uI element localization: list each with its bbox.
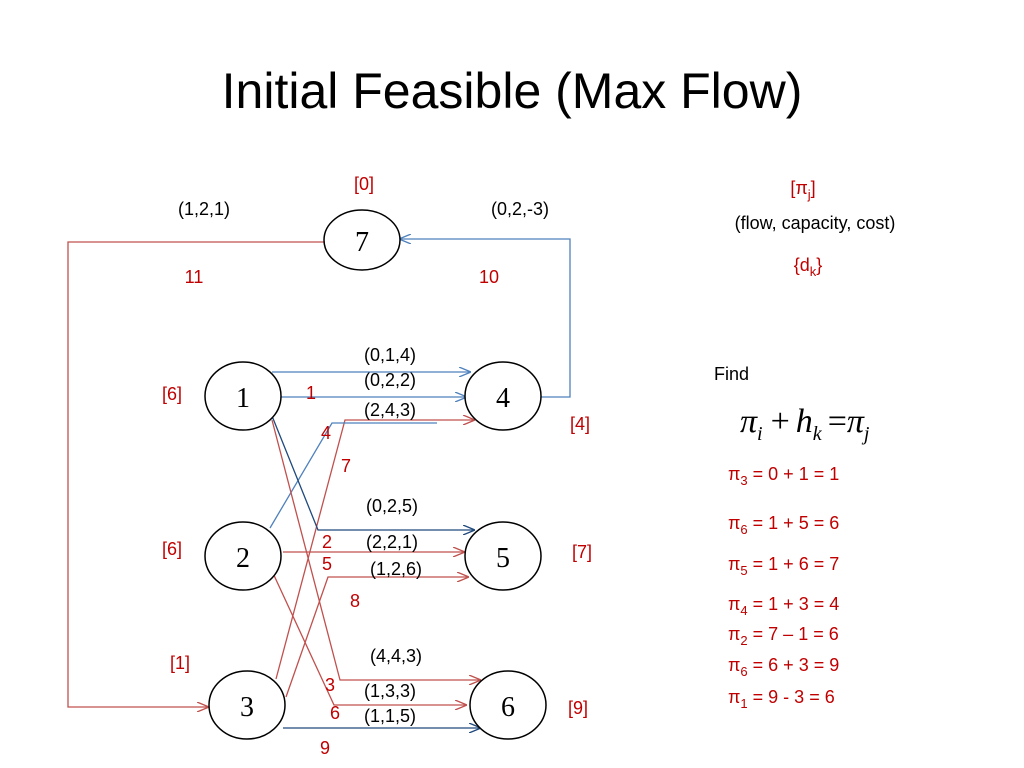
potential-node-1: [6] bbox=[162, 384, 182, 404]
edge-label: (4,4,3) bbox=[370, 646, 422, 666]
edge-7-3 bbox=[67, 241, 325, 707]
node-3-label: 3 bbox=[240, 692, 254, 723]
edge-1-5 bbox=[269, 410, 474, 530]
equation: π4 = 1 + 3 = 4 bbox=[728, 594, 839, 618]
node-1: 1 bbox=[204, 361, 282, 431]
edges bbox=[67, 239, 571, 728]
edge-number: 7 bbox=[341, 456, 351, 476]
edge-label: (1,2,1) bbox=[178, 199, 230, 219]
edge-number: 6 bbox=[330, 703, 340, 723]
edge-number: 5 bbox=[322, 554, 332, 574]
node-3: 3 bbox=[208, 670, 286, 740]
edge-1-6 bbox=[271, 419, 480, 680]
edge-label: (2,2,1) bbox=[366, 532, 418, 552]
edge-numbers: 11 10 1 4 7 2 5 8 3 6 9 bbox=[185, 267, 499, 758]
node-7: 7 bbox=[323, 209, 401, 271]
edge-number: 10 bbox=[479, 267, 499, 287]
edge-number: 3 bbox=[325, 675, 335, 695]
edge-label: (1,3,3) bbox=[364, 681, 416, 701]
edge-number: 4 bbox=[321, 423, 331, 443]
node-5-label: 5 bbox=[496, 543, 510, 574]
equation: π5 = 1 + 6 = 7 bbox=[728, 554, 839, 578]
node-6: 6 bbox=[469, 670, 547, 740]
edge-label: (1,1,5) bbox=[364, 706, 416, 726]
formula-text: πi+hk=πj bbox=[740, 403, 870, 445]
node-6-label: 6 bbox=[501, 692, 515, 723]
edge-number: 2 bbox=[322, 532, 332, 552]
equation: π2 = 7 – 1 = 6 bbox=[728, 624, 839, 648]
legend: [πj] (flow, capacity, cost) {dk} bbox=[735, 178, 896, 279]
edge-number: 1 bbox=[306, 383, 316, 403]
edge-number: 11 bbox=[185, 267, 204, 287]
equation: π1 = 9 - 3 = 6 bbox=[728, 687, 835, 711]
potential-node-3: [1] bbox=[170, 653, 190, 673]
node-2: 2 bbox=[204, 521, 282, 591]
edge-2-6 bbox=[271, 570, 466, 705]
edge-3-4 bbox=[275, 420, 474, 680]
edge-3-5 bbox=[285, 577, 468, 698]
edge-4-7 bbox=[400, 239, 571, 398]
edge-number: 8 bbox=[350, 591, 360, 611]
potential-node-7: [0] bbox=[354, 174, 374, 194]
legend-potential: [πj] bbox=[790, 178, 815, 202]
edge-label: (2,4,3) bbox=[364, 400, 416, 420]
potential-node-2: [6] bbox=[162, 539, 182, 559]
equation: π6 = 6 + 3 = 9 bbox=[728, 655, 839, 679]
edge-label: (0,1,4) bbox=[364, 345, 416, 365]
legend-distance: {dk} bbox=[794, 255, 823, 279]
edge-label: (0,2,5) bbox=[366, 496, 418, 516]
potential-node-4: [4] bbox=[570, 414, 590, 434]
edge-labels: (1,2,1) (0,2,-3) (0,1,4) (0,2,2) (2,4,3)… bbox=[178, 199, 549, 726]
potential-node-6: [9] bbox=[568, 698, 588, 718]
equations: π3 = 0 + 1 = 1 π6 = 1 + 5 = 6 π5 = 1 + 6… bbox=[728, 464, 839, 711]
potential-node-5: [7] bbox=[572, 542, 592, 562]
equation: π3 = 0 + 1 = 1 bbox=[728, 464, 839, 488]
edge-number: 9 bbox=[320, 738, 330, 758]
node-5: 5 bbox=[464, 521, 542, 591]
node-7-label: 7 bbox=[355, 227, 369, 258]
find-label: Find bbox=[714, 364, 749, 384]
slide-title: Initial Feasible (Max Flow) bbox=[221, 63, 803, 119]
node-potentials: [0] [6] [4] [6] [7] [1] [9] bbox=[162, 174, 592, 718]
equation: π6 = 1 + 5 = 6 bbox=[728, 513, 839, 537]
node-4: 4 bbox=[464, 361, 542, 431]
formula: πi+hk=πj bbox=[740, 403, 870, 445]
node-2-label: 2 bbox=[236, 543, 250, 574]
edge-label: (0,2,2) bbox=[364, 370, 416, 390]
node-4-label: 4 bbox=[496, 383, 510, 414]
legend-flow-capacity-cost: (flow, capacity, cost) bbox=[735, 213, 896, 233]
edge-label: (1,2,6) bbox=[370, 559, 422, 579]
edge-label: (0,2,-3) bbox=[491, 199, 549, 219]
node-1-label: 1 bbox=[236, 383, 250, 414]
